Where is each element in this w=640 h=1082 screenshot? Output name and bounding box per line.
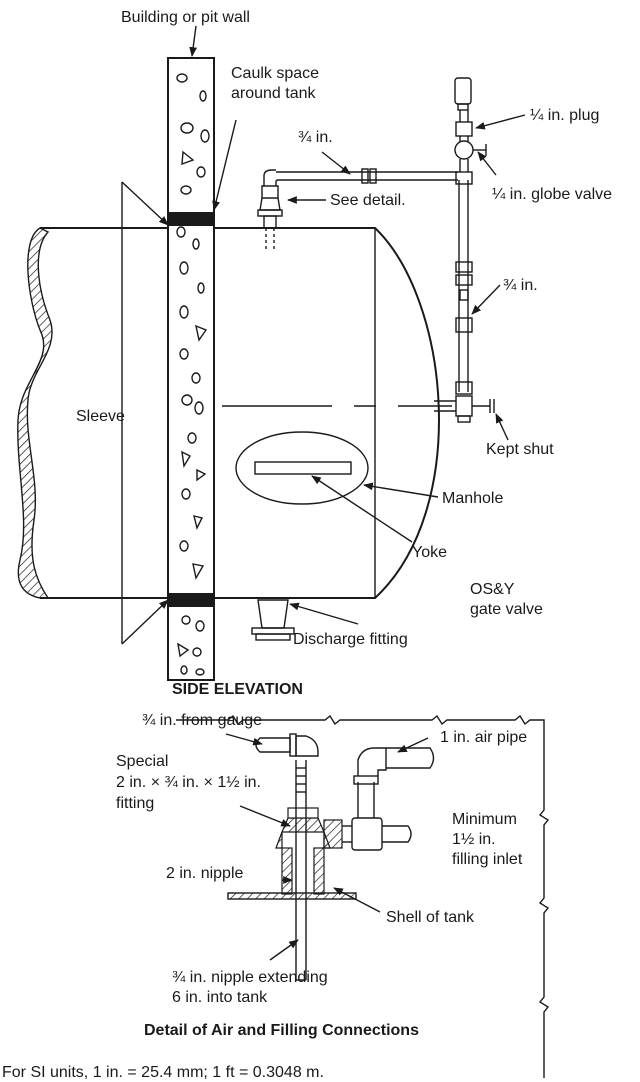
manhole [235,431,369,505]
filling-inlet [342,747,435,851]
label-osy-1: OS&Y [470,581,515,598]
detail-title: Detail of Air and Filling Connections [144,1022,419,1039]
label-caulk-2: around tank [231,85,317,102]
label-special-3: fitting [116,795,154,812]
nipple-3-4in [295,760,307,981]
label-wall: Building or pit wall [121,9,250,26]
label-from-gauge: ¾ in. from gauge [142,712,262,729]
yoke [254,461,352,475]
detail-border [176,714,550,1078]
label-minimum-1: Minimum [452,811,517,828]
top-connection [257,169,283,252]
detail-leaders [225,733,429,961]
label-special-2: 2 in. × ¾ in. × 1½ in. [116,774,261,791]
label-discharge: Discharge fitting [293,631,408,648]
caulk-space-top [168,212,214,226]
tank-body [17,227,440,599]
label-caulk-1: Caulk space [231,65,319,82]
label-minimum-2: 1½ in. [452,831,496,848]
label-air-pipe: 1 in. air pipe [440,729,527,746]
footnote: For SI units, 1 in. = 25.4 mm; 1 ft = 0.… [2,1064,324,1081]
detail-air-filling: ¾ in. from gauge 1 in. air pipe Special … [116,712,550,1078]
vertical-pipe [455,171,473,395]
building-wall [167,57,215,681]
label-pipe-vertical: ¾ in. [503,277,538,294]
label-shell: Shell of tank [386,909,475,926]
label-sleeve: Sleeve [76,408,125,425]
label-nipple-2in: 2 in. nipple [166,865,243,882]
tank-break-edge [17,227,53,599]
caulk-space-bottom [168,593,214,607]
label-minimum-3: filling inlet [452,851,523,868]
label-see-detail: See detail. [330,192,406,209]
horizontal-pipe [276,168,458,184]
side-elevation-title: SIDE ELEVATION [172,681,303,698]
label-manhole: Manhole [442,490,503,507]
gauge-assembly [454,77,487,172]
osy-gate-valve [434,395,495,423]
nipple-2in [275,831,331,895]
wall-aggregate [176,73,210,676]
label-special-1: Special [116,753,168,770]
label-plug: ¼ in. plug [530,107,599,124]
side-leaders [189,25,526,625]
special-fitting [281,807,343,849]
label-kept-shut: Kept shut [486,441,554,458]
label-globe-valve: ¼ in. globe valve [492,186,612,203]
side-elevation: Building or pit wall Caulk space around … [17,9,612,698]
label-extending-2: 6 in. into tank [172,989,268,1006]
gauge-pipe [255,733,319,757]
label-pipe-top: ¾ in. [298,129,333,146]
label-yoke: Yoke [412,544,447,561]
discharge-fitting [251,599,295,641]
label-osy-2: gate valve [470,601,543,618]
label-extending-1: ¾ in. nipple extending [172,969,328,986]
